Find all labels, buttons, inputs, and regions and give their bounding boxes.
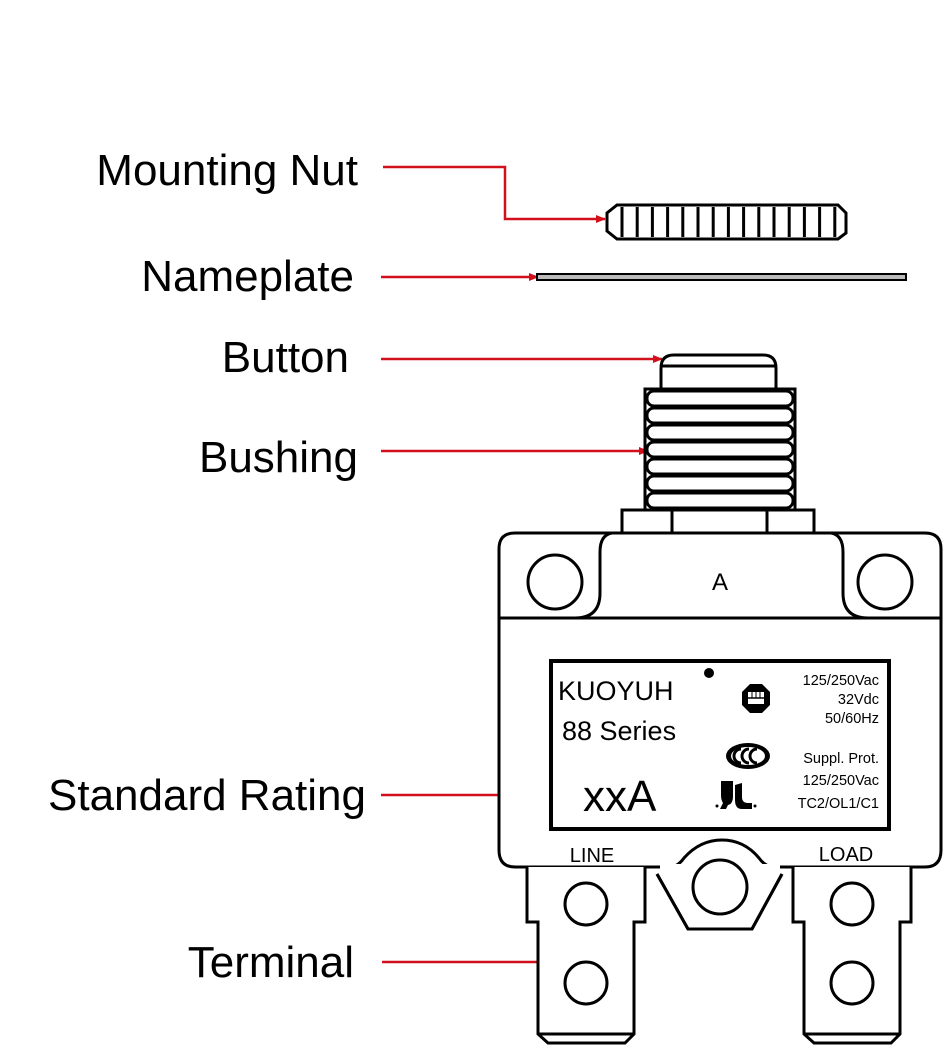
series-text: 88 Series	[562, 716, 676, 746]
terminal-line	[525, 867, 647, 1045]
bushing-thread	[645, 389, 795, 408]
terminal-load-hole-top	[829, 881, 875, 927]
ac-rating-text: 125/250Vac	[803, 673, 879, 689]
leader-mounting-nut	[383, 165, 606, 223]
nameplate-part	[536, 273, 907, 281]
label-bushing: Bushing	[199, 433, 358, 482]
brand-dot	[704, 668, 714, 678]
ac-rating-2-text: 125/250Vac	[803, 773, 879, 789]
bushing-thread	[645, 406, 795, 425]
center-boss	[655, 838, 784, 931]
frequency-text: 50/60Hz	[825, 711, 879, 727]
terminal-line-hole-top	[563, 881, 609, 927]
suppl-text: Suppl. Prot.	[803, 751, 879, 767]
line-label: LINE	[570, 845, 614, 867]
bushing-thread	[645, 491, 795, 510]
label-mounting-nut: Mounting Nut	[96, 146, 358, 195]
bushing-thread	[645, 423, 795, 442]
brand-text: KUOYUH	[558, 676, 674, 706]
center-hole	[691, 858, 749, 916]
bushing-part	[643, 387, 797, 512]
label-button: Button	[222, 333, 349, 382]
ul-mark-icon	[715, 781, 757, 809]
bushing-thread	[645, 474, 795, 493]
terminal-load	[791, 867, 913, 1045]
bushing-flange	[620, 508, 816, 535]
load-label: LOAD	[819, 844, 873, 866]
rating-label-plate: KUOYUH 88 Series xxA 125/250Vac 32Vdc 50…	[549, 659, 891, 831]
bushing-thread	[645, 440, 795, 459]
mounting-hole-right	[856, 553, 914, 611]
bushing-thread	[645, 457, 795, 476]
body-letter: A	[712, 569, 728, 596]
mounting-nut-part	[605, 203, 848, 241]
codes-text: TC2/OL1/C1	[798, 796, 879, 812]
button-part	[659, 353, 778, 389]
terminal-load-hole-bottom	[829, 960, 875, 1006]
mounting-hole-left	[526, 553, 584, 611]
ccc-mark-icon	[726, 743, 770, 769]
rating-text: xxA	[583, 772, 657, 821]
tuv-mark-icon	[742, 684, 770, 713]
terminal-line-hole-bottom	[563, 960, 609, 1006]
label-standard-rating: Standard Rating	[48, 771, 366, 820]
label-terminal: Terminal	[188, 938, 354, 987]
label-nameplate: Nameplate	[141, 252, 354, 301]
dc-rating-text: 32Vdc	[838, 692, 879, 708]
